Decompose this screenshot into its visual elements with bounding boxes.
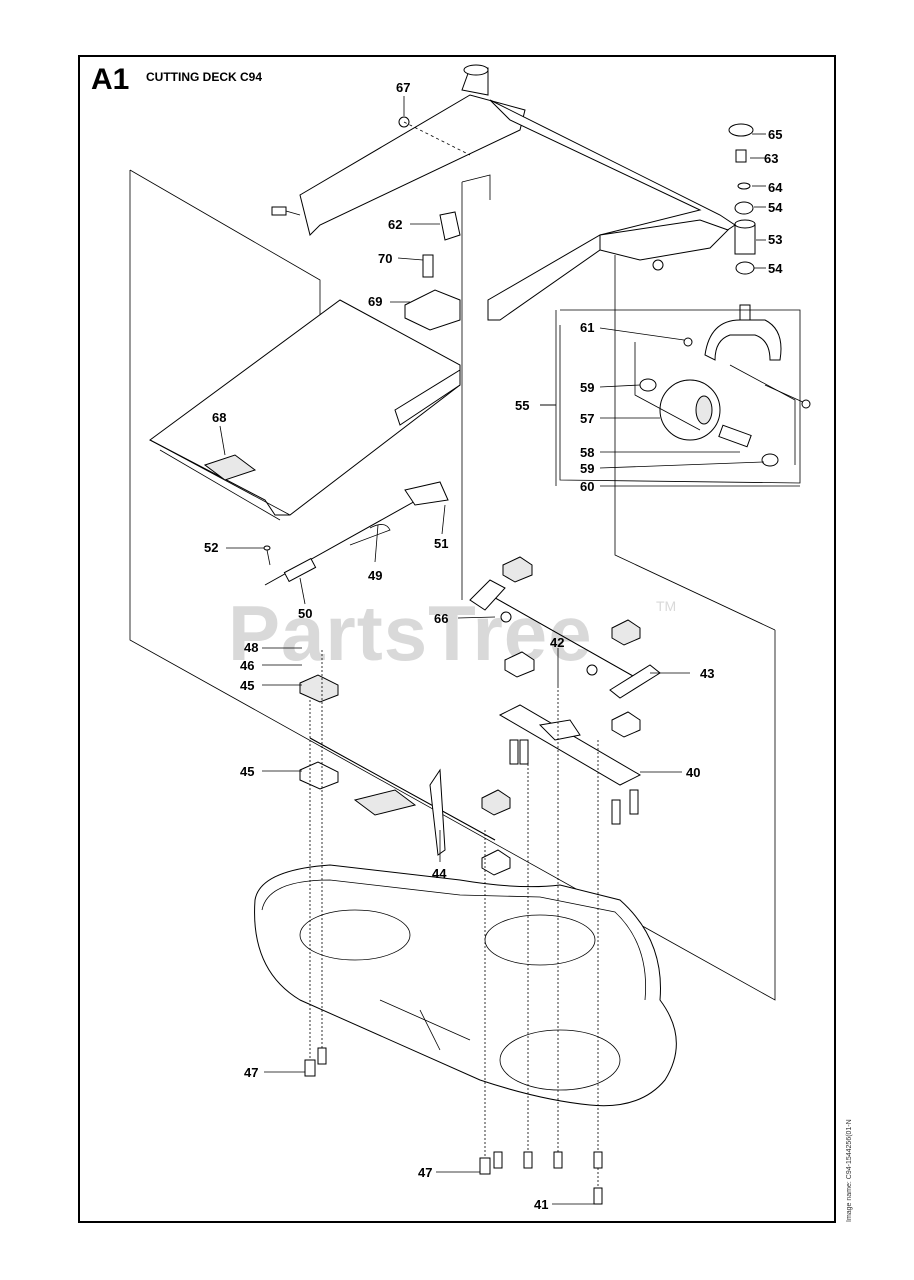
callout-66: 66	[434, 611, 448, 626]
callout-58: 58	[580, 445, 594, 460]
callout-45: 45	[240, 678, 254, 693]
assembly-outline-left	[129, 169, 776, 1001]
callout-67: 67	[396, 80, 410, 95]
diagram-frame	[78, 55, 836, 1223]
callout-57: 57	[580, 411, 594, 426]
callout-43: 43	[700, 666, 714, 681]
callout-48: 48	[244, 640, 258, 655]
watermark-tm: TM	[656, 598, 677, 614]
callout-54: 54	[768, 261, 783, 276]
lift-link-rod	[263, 481, 449, 586]
deck-hanger-bracket	[149, 299, 461, 521]
lift-arm-frame	[271, 64, 736, 321]
front-hanger-bar	[309, 704, 642, 856]
cutting-deck-shell	[254, 864, 677, 1107]
callout-65: 65	[768, 127, 782, 142]
callout-47: 47	[244, 1065, 258, 1080]
hanger-blocks	[299, 556, 641, 876]
callout-40: 40	[686, 765, 700, 780]
callout-54: 54	[768, 200, 783, 215]
callout-59: 59	[580, 380, 594, 395]
callout-47: 47	[418, 1165, 432, 1180]
callout-53: 53	[768, 232, 782, 247]
section-title: CUTTING DECK C94	[146, 70, 263, 84]
callout-51: 51	[434, 536, 448, 551]
callout-69: 69	[368, 294, 382, 309]
callout-60: 60	[580, 479, 594, 494]
lift-brackets	[404, 211, 461, 331]
callout-leaders	[219, 96, 800, 1205]
callout-44: 44	[432, 866, 447, 881]
callout-46: 46	[240, 658, 254, 673]
callout-63: 63	[764, 151, 778, 166]
callout-45: 45	[240, 764, 254, 779]
callout-59: 59	[580, 461, 594, 476]
callout-62: 62	[388, 217, 402, 232]
bolts	[304, 650, 639, 1205]
callout-41: 41	[534, 1197, 548, 1212]
assembly-outline-right	[461, 174, 776, 631]
callout-52: 52	[204, 540, 218, 555]
callout-61: 61	[580, 320, 594, 335]
callout-70: 70	[378, 251, 392, 266]
anti-scalp-wheel-assembly	[559, 123, 811, 484]
callout-49: 49	[368, 568, 382, 583]
callout-55: 55	[515, 398, 529, 413]
callout-50: 50	[298, 606, 312, 621]
section-code: A1	[91, 63, 130, 96]
callout-64: 64	[768, 180, 783, 195]
callout-68: 68	[212, 410, 226, 425]
callout-42: 42	[550, 635, 564, 650]
rear-pivot-shaft	[469, 579, 661, 699]
